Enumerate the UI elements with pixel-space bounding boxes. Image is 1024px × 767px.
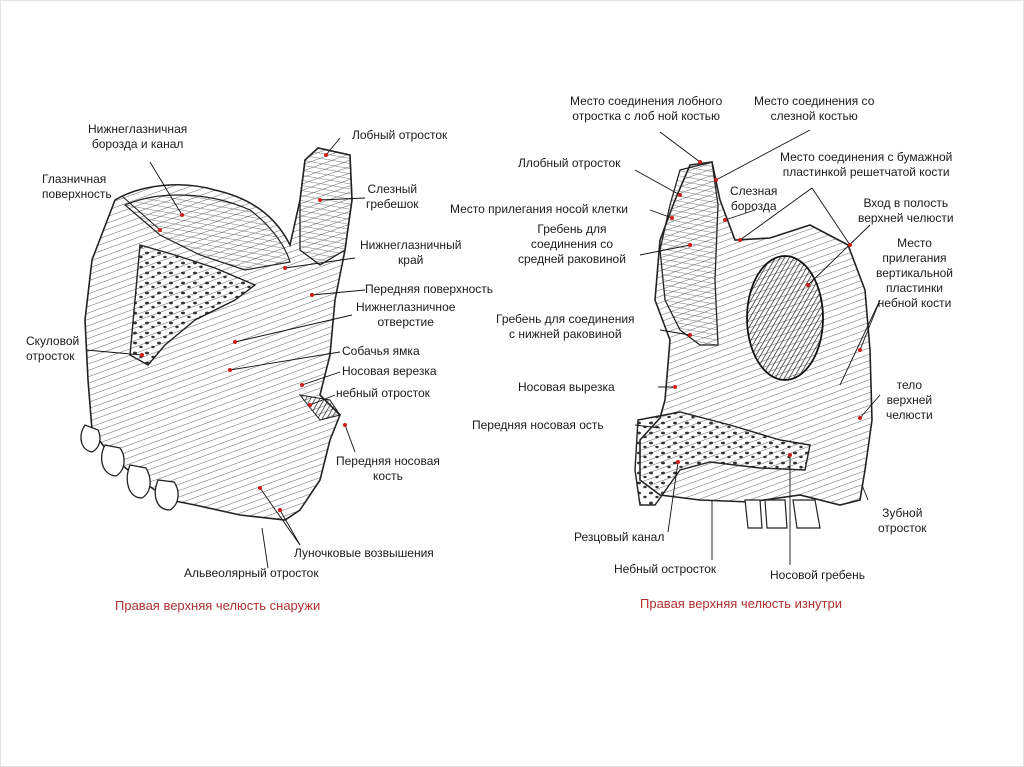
label-alveolar-process: Альвеолярный отросток: [184, 566, 319, 580]
label-palatine-process-left: небный отросток: [336, 386, 430, 400]
label-nasal-notch-left: Носовая верезка: [342, 364, 437, 378]
label-anterior-surface: Передняя поверхность: [365, 282, 494, 296]
label-frontal-process-right: Ллобный отросток: [518, 156, 621, 170]
label-incisive-canal: Резцовый канал: [574, 530, 665, 544]
label-nasal-notch-right: Носовая вырезка: [518, 380, 615, 394]
label-frontal-process-left: Лобный отросток: [352, 128, 448, 142]
caption-right: Правая верхняя челюсть изнутри: [640, 596, 842, 611]
label-nasal-crest: Носовой гребень: [770, 568, 865, 582]
label-canine-fossa: Собачья ямка: [342, 344, 420, 358]
caption-left: Правая верхняя челюсть снаружи: [115, 598, 321, 613]
label-palatine-process-right: Небный остросток: [614, 562, 717, 576]
label-alveolar-yokes: Луночковые возвышения: [294, 546, 434, 560]
label-nasal-cell: Место прилегания носой клетки: [450, 202, 628, 216]
label-anterior-nasal-spine: Передняя носовая ость: [472, 418, 604, 432]
